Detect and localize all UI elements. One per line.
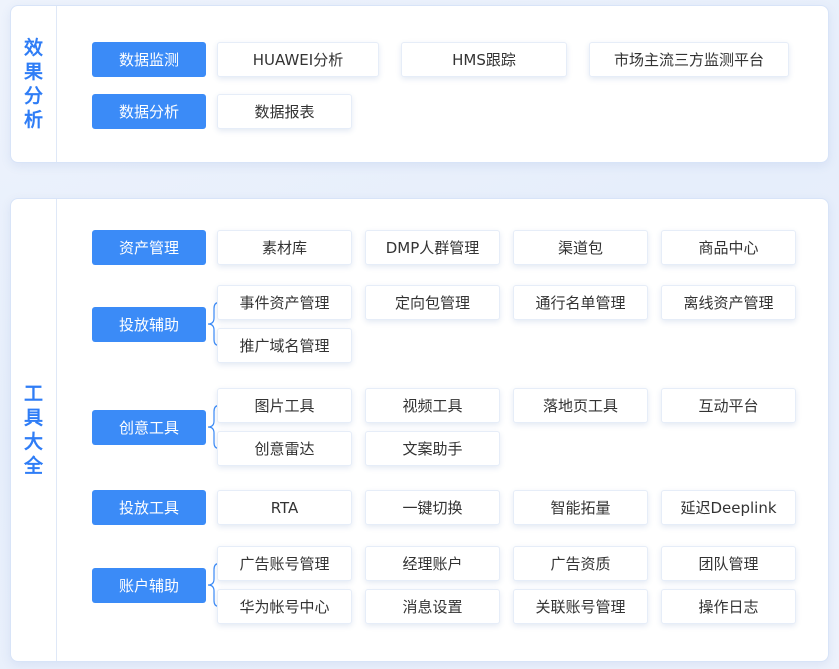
category-group: 创意工具图片工具视频工具落地页工具互动平台创意雷达文案助手 — [11, 388, 828, 466]
tools-sidebar: 工具大全 — [11, 199, 57, 661]
item-list: 事件资产管理定向包管理通行名单管理离线资产管理推广域名管理 — [217, 285, 797, 363]
category-group: 投放辅助事件资产管理定向包管理通行名单管理离线资产管理推广域名管理 — [11, 285, 828, 363]
tool-item[interactable]: 文案助手 — [365, 431, 500, 466]
brace-connector — [207, 562, 220, 608]
item-list: RTA 一键切换智能拓量延迟Deeplink — [217, 490, 797, 525]
tool-item[interactable]: 通行名单管理 — [513, 285, 648, 320]
category-group: 数据分析数据报表 — [11, 94, 828, 129]
tool-item[interactable]: 素材库 — [217, 230, 352, 265]
category-button[interactable]: 账户辅助 — [92, 567, 206, 603]
tool-item[interactable]: 互动平台 — [661, 388, 796, 423]
tool-item[interactable]: HUAWEI分析 — [217, 42, 379, 77]
tool-item[interactable]: 定向包管理 — [365, 285, 500, 320]
brace-connector — [207, 301, 220, 347]
tool-item[interactable]: 推广域名管理 — [217, 328, 352, 363]
tool-item[interactable]: 延迟Deeplink — [661, 490, 796, 525]
item-list: 广告账号管理经理账户广告资质团队管理华为帐号中心消息设置关联账号管理操作日志 — [217, 546, 797, 624]
item-list: 数据报表 — [217, 94, 797, 129]
tool-item[interactable]: 团队管理 — [661, 546, 796, 581]
tool-item[interactable]: 渠道包 — [513, 230, 648, 265]
tool-item[interactable]: 消息设置 — [365, 589, 500, 624]
tool-item[interactable]: 市场主流三方监测平台 — [589, 42, 789, 77]
tool-item[interactable]: 事件资产管理 — [217, 285, 352, 320]
tool-item[interactable]: 视频工具 — [365, 388, 500, 423]
item-list: HUAWEI分析 HMS跟踪市场主流三方监测平台 — [217, 42, 797, 77]
effect-sidebar: 效果分析 — [11, 6, 57, 162]
tool-item[interactable]: 数据报表 — [217, 94, 352, 129]
item-list: 素材库 DMP人群管理渠道包商品中心 — [217, 230, 797, 265]
tool-item[interactable]: 离线资产管理 — [661, 285, 796, 320]
brace-connector — [207, 404, 220, 450]
tool-item[interactable]: 华为帐号中心 — [217, 589, 352, 624]
tool-item[interactable]: 经理账户 — [365, 546, 500, 581]
category-button[interactable]: 创意工具 — [92, 409, 206, 445]
tool-item[interactable]: 创意雷达 — [217, 431, 352, 466]
tool-item[interactable]: 操作日志 — [661, 589, 796, 624]
category-group: 投放工具 RTA 一键切换智能拓量延迟Deeplink — [11, 490, 828, 525]
category-group: 账户辅助广告账号管理经理账户广告资质团队管理华为帐号中心消息设置关联账号管理操作… — [11, 546, 828, 624]
tool-item[interactable]: 广告资质 — [513, 546, 648, 581]
effect-content: 数据监测 HUAWEI分析 HMS跟踪市场主流三方监测平台数据分析数据报表 — [11, 6, 828, 162]
tool-item[interactable]: 关联账号管理 — [513, 589, 648, 624]
category-button[interactable]: 数据监测 — [92, 42, 206, 77]
category-button[interactable]: 投放工具 — [92, 490, 206, 525]
tool-item[interactable]: 落地页工具 — [513, 388, 648, 423]
effect-analysis-panel: 效果分析 数据监测 HUAWEI分析 HMS跟踪市场主流三方监测平台数据分析数据报表 — [10, 5, 829, 163]
tools-section-title: 工具大全 — [23, 383, 43, 477]
tools-content: 资产管理素材库 DMP人群管理渠道包商品中心投放辅助事件资产管理定向包管理通行名单… — [11, 199, 828, 661]
tool-item[interactable]: 一键切换 — [365, 490, 500, 525]
category-group: 资产管理素材库 DMP人群管理渠道包商品中心 — [11, 230, 828, 265]
tool-item[interactable]: 图片工具 — [217, 388, 352, 423]
tool-item[interactable]: RTA — [217, 490, 352, 525]
tool-item[interactable]: 智能拓量 — [513, 490, 648, 525]
tool-item[interactable]: HMS跟踪 — [401, 42, 567, 77]
item-list: 图片工具视频工具落地页工具互动平台创意雷达文案助手 — [217, 388, 797, 466]
tool-item[interactable]: DMP人群管理 — [365, 230, 500, 265]
effect-section-title: 效果分析 — [23, 37, 43, 131]
category-button[interactable]: 投放辅助 — [92, 306, 206, 342]
tool-item[interactable]: 商品中心 — [661, 230, 796, 265]
category-button[interactable]: 数据分析 — [92, 94, 206, 129]
category-group: 数据监测 HUAWEI分析 HMS跟踪市场主流三方监测平台 — [11, 42, 828, 77]
tool-item[interactable]: 广告账号管理 — [217, 546, 352, 581]
tools-panel: 工具大全 资产管理素材库 DMP人群管理渠道包商品中心投放辅助事件资产管理定向包管… — [10, 198, 829, 662]
category-button[interactable]: 资产管理 — [92, 230, 206, 265]
